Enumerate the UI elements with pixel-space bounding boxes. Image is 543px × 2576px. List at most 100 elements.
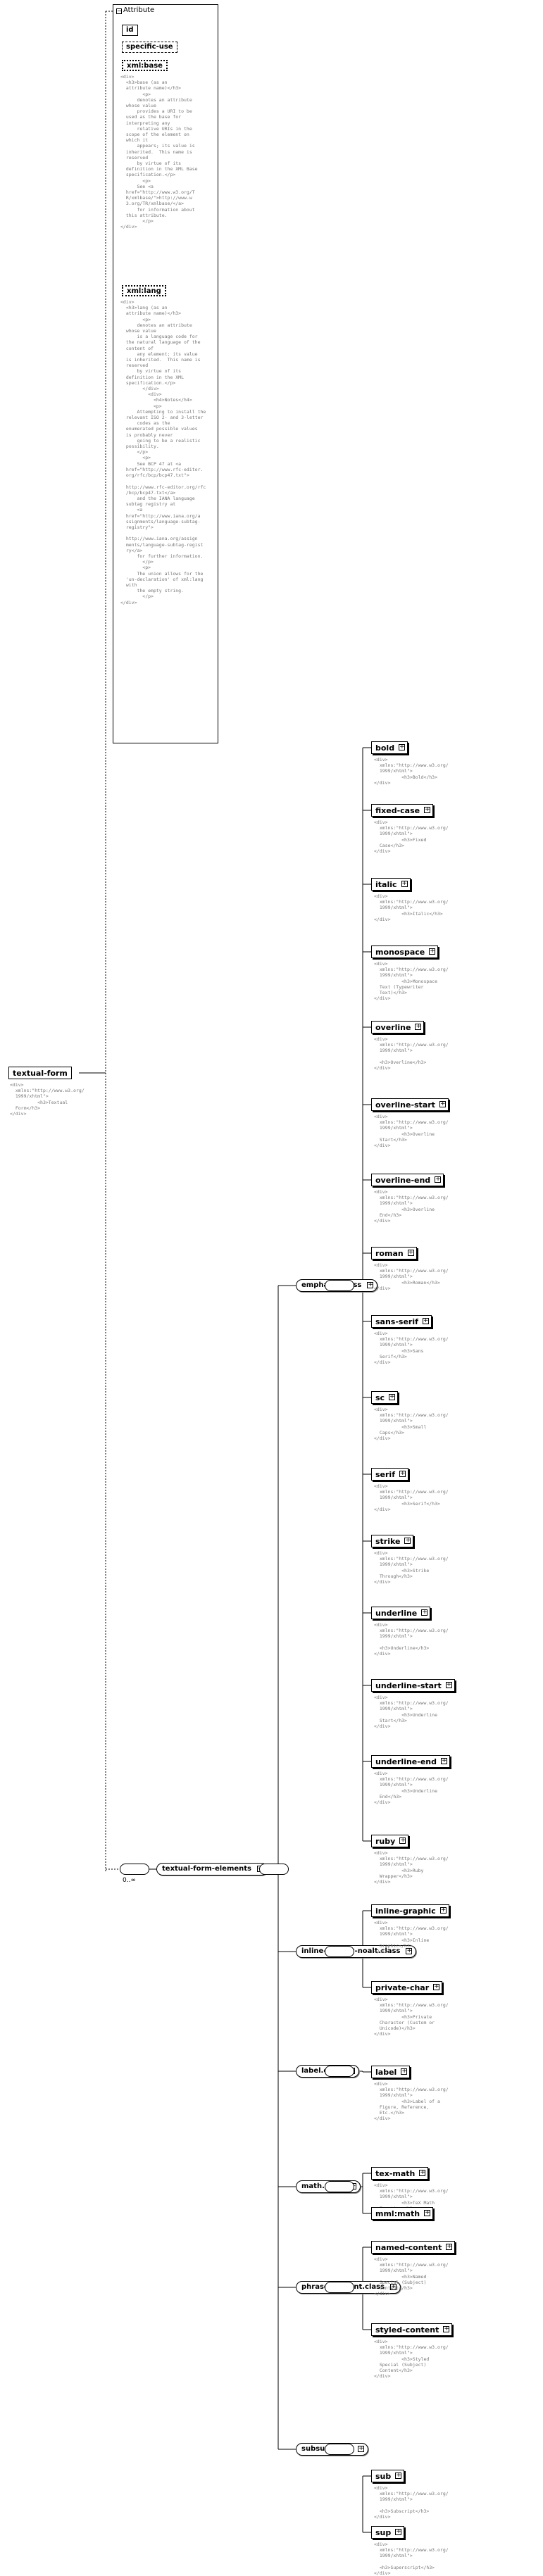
attribute-panel-title-text: Attribute	[123, 6, 155, 14]
class-label: math.class	[301, 2182, 344, 2190]
expand-icon[interactable]	[395, 2473, 402, 2479]
element-bold[interactable]: bold	[371, 741, 408, 754]
element-sup[interactable]: sup	[371, 2526, 405, 2539]
element-overline-start[interactable]: overline-start	[371, 1098, 449, 1111]
expand-icon[interactable]	[424, 2210, 431, 2216]
element-monospace[interactable]: monospace	[371, 945, 439, 958]
element-inline-graphic[interactable]: inline-graphic	[371, 1904, 449, 1917]
element-sans-serif[interactable]: sans-serif	[371, 1315, 432, 1328]
element-italic[interactable]: italic	[371, 878, 411, 891]
element-label: ruby	[375, 1837, 396, 1846]
element-label: underline-start	[375, 1681, 442, 1690]
element-ruby[interactable]: ruby	[371, 1835, 409, 1847]
element-label: inline-graphic	[375, 1906, 436, 1916]
element-label: label	[375, 2068, 397, 2077]
element-underline[interactable]: underline	[371, 1607, 431, 1619]
element-styled-content[interactable]: styled-content	[371, 2323, 453, 2336]
expand-icon[interactable]	[399, 744, 406, 750]
element-overline[interactable]: overline	[371, 1021, 425, 1033]
expand-icon[interactable]	[390, 2284, 397, 2290]
element-label: styled-content	[375, 2325, 439, 2335]
attribute-xml-lang[interactable]: xml:lang	[122, 285, 166, 296]
attribute-id[interactable]: id	[122, 25, 138, 36]
expand-icon[interactable]	[404, 1538, 411, 1544]
element-doc: <div> xmlns:"http://www.w3.org/ 1999/xht…	[374, 1920, 449, 1955]
element-label: roman	[375, 1249, 404, 1258]
group-textual-form-elements[interactable]: textual-form-elements	[156, 1863, 268, 1876]
element-doc: <div> xmlns:"http://www.w3.org/ 1999/xht…	[374, 1771, 449, 1806]
element-label: italic	[375, 880, 397, 889]
element-label[interactable]: label	[371, 2066, 411, 2078]
element-overline-end[interactable]: overline-end	[371, 1174, 444, 1186]
expand-icon[interactable]	[446, 2244, 453, 2250]
element-strike[interactable]: strike	[371, 1535, 414, 1547]
expand-icon[interactable]	[435, 1176, 442, 1183]
expand-icon[interactable]	[421, 1609, 428, 1616]
attribute-panel: −Attribute id specific-use xml:base <div> <h…	[113, 4, 218, 743]
expand-icon[interactable]	[424, 807, 431, 813]
element-tex-math[interactable]: tex-math	[371, 2167, 429, 2180]
element-label: strike	[375, 1537, 401, 1546]
class-compositor	[325, 2181, 354, 2192]
group-label: textual-form-elements	[162, 1865, 252, 1873]
attribute-doc: <div> <h3>base (as an attribute name)</h…	[120, 74, 198, 230]
element-named-content[interactable]: named-content	[371, 2241, 456, 2254]
element-roman[interactable]: roman	[371, 1247, 417, 1259]
expand-icon[interactable]	[445, 1682, 452, 1688]
element-sub[interactable]: sub	[371, 2470, 405, 2482]
expand-icon[interactable]	[358, 2446, 365, 2452]
element-doc: <div> xmlns:"http://www.w3.org/ 1999/xht…	[374, 1550, 449, 1585]
element-label: underline-end	[375, 1757, 437, 1766]
expand-icon[interactable]	[439, 1907, 447, 1914]
expand-icon[interactable]	[407, 1250, 414, 1256]
sequence-compositor	[120, 1864, 149, 1875]
expand-icon[interactable]	[415, 1024, 422, 1030]
root-element-textual-form[interactable]: textual-form	[8, 1067, 72, 1079]
element-label: overline-start	[375, 1100, 435, 1110]
element-label: monospace	[375, 948, 425, 957]
expand-icon[interactable]	[406, 1948, 413, 1954]
element-doc: <div> xmlns:"http://www.w3.org/ 1999/xht…	[374, 1036, 449, 1072]
element-private-char[interactable]: private-char	[371, 1981, 443, 1994]
attribute-specific-use[interactable]: specific-use	[122, 42, 177, 53]
element-fixed-case[interactable]: fixed-case	[371, 804, 434, 817]
attribute-xml-base[interactable]: xml:base	[122, 60, 168, 71]
class-compositor	[325, 2282, 354, 2293]
expand-icon[interactable]	[401, 881, 408, 887]
element-mml-math[interactable]: mml:math	[371, 2207, 434, 2220]
expand-icon[interactable]	[422, 1318, 429, 1324]
element-label: sup	[375, 2528, 392, 2537]
class-compositor	[325, 2066, 354, 2077]
element-label: sub	[375, 2472, 392, 2481]
expand-icon[interactable]	[399, 1837, 406, 1844]
element-label: overline-end	[375, 1176, 431, 1185]
expand-icon[interactable]	[441, 1758, 447, 1764]
element-doc: <div> xmlns:"http://www.w3.org/ 1999/xht…	[374, 1114, 449, 1149]
expand-icon[interactable]	[433, 1984, 440, 1990]
element-underline-start[interactable]: underline-start	[371, 1679, 455, 1692]
expand-icon[interactable]	[389, 1394, 396, 1400]
element-doc: <div> xmlns:"http://www.w3.org/ 1999/xht…	[374, 2339, 449, 2380]
expand-icon[interactable]	[395, 2529, 402, 2535]
element-sc[interactable]: sc	[371, 1391, 399, 1404]
element-doc: <div> xmlns:"http://www.w3.org/ 1999/xht…	[374, 1695, 449, 1730]
expand-icon[interactable]	[401, 2068, 408, 2075]
collapse-icon[interactable]: −	[116, 8, 122, 14]
class-compositor	[325, 1946, 354, 1957]
element-doc: <div> xmlns:"http://www.w3.org/ 1999/xht…	[374, 1262, 449, 1291]
expand-icon[interactable]	[367, 1282, 374, 1288]
expand-icon[interactable]	[439, 1101, 446, 1107]
element-serif[interactable]: serif	[371, 1468, 408, 1481]
element-doc: <div> xmlns:"http://www.w3.org/ 1999/xht…	[374, 2256, 449, 2297]
expand-icon[interactable]	[443, 2326, 450, 2332]
element-underline-end[interactable]: underline-end	[371, 1755, 450, 1768]
expand-icon[interactable]	[399, 1471, 406, 1477]
element-doc: <div> xmlns:"http://www.w3.org/ 1999/xht…	[374, 1483, 449, 1512]
element-label: fixed-case	[375, 806, 420, 815]
element-doc: <div> xmlns:"http://www.w3.org/ 1999/xht…	[374, 2081, 449, 2122]
expand-icon[interactable]	[429, 948, 436, 955]
element-doc: <div> xmlns:"http://www.w3.org/ 1999/xht…	[374, 1407, 449, 1442]
element-label: bold	[375, 743, 395, 753]
expand-icon[interactable]	[419, 2170, 426, 2176]
